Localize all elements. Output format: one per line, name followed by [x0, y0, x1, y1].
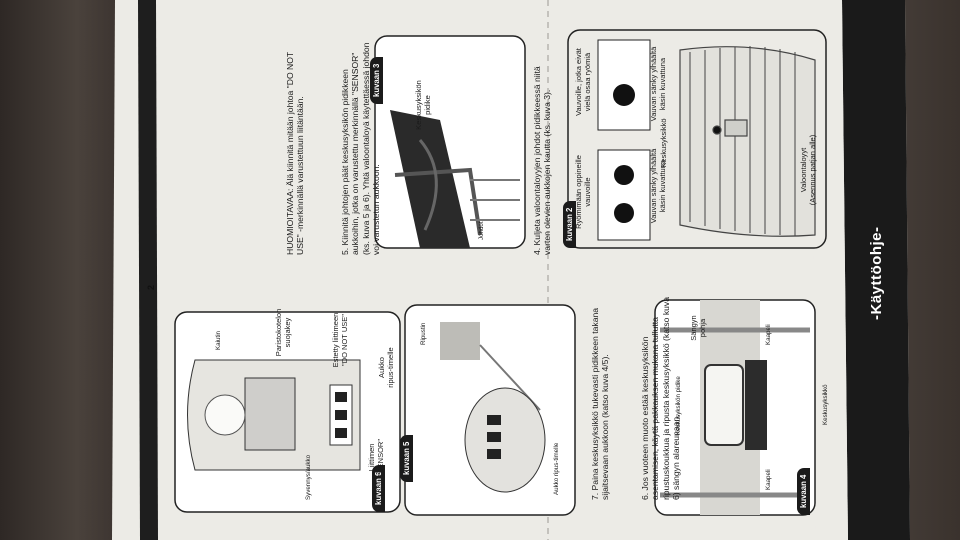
sensor-pad-icon: [613, 84, 635, 106]
header-band: [842, 0, 910, 540]
page-number: 2: [146, 284, 156, 290]
central-unit-illustration: [187, 359, 361, 471]
step4-text: 4. Kuljeta valoontaloyyjen johdot pidikk…: [532, 66, 553, 255]
crib-base-illustration: [660, 300, 810, 515]
holder-illustration: [390, 110, 520, 248]
figure4-tab: kuvaan 4: [797, 467, 810, 515]
figure2-pad-box-double: [597, 149, 651, 241]
page-bottom-band: [138, 0, 158, 540]
step7-text: 7. Paina keskusyksikkö tukevasti pidikke…: [590, 307, 611, 500]
figure4-label-holder: Keskusyksikön pidike: [675, 376, 682, 435]
figure4-label-unit: Keskusyksikkö: [822, 384, 829, 425]
figure5-label-opening: Aukko ripus-timelle: [553, 442, 560, 495]
figure6-label-battery: Paristokotelon suojakey: [274, 308, 292, 357]
figure6-label-sensor: Liittimen "SENSOR": [367, 439, 385, 476]
figure2-frame: [567, 29, 827, 249]
figure2-label-left-top: Vauvan sänky ylhäältä käsin kuvattuna: [649, 46, 667, 122]
figure2-label-right-top: Vauvan sänky ylhäältä käsin kuvattuna: [649, 148, 667, 224]
figure3-label-post: Johdot: [478, 221, 485, 240]
sensor-pad-icon: [614, 165, 634, 185]
figure6-label-opening: Aukko ripus-timelle: [377, 347, 395, 388]
figure2-label-left-bottom: Vauvoille, jotka eivät vielä osaa ryömiä: [574, 48, 592, 116]
figure4-label-bottom: Sängyn pohja: [689, 315, 707, 341]
figure6-label-donotuse: Estetty liittimeen "DO NOT USE": [331, 312, 349, 368]
figure4-label-cable-left: Kaapeli: [765, 324, 772, 345]
figure2-label-lights: Valoontaloyyt (Asennus patjan alle): [799, 134, 817, 206]
figure6-label-speaker: Kaiutin: [215, 331, 222, 350]
figure5-tab: kuvaan 5: [400, 434, 413, 482]
figure2-label-right-bottom: Ryömimään oppineille vauvoille: [574, 155, 592, 229]
figure3-label-holder: Keskusyksikön pidike: [414, 80, 432, 130]
sensor-pad-icon: [614, 203, 634, 223]
figure4-label-cable-right: Kaapeli: [765, 469, 772, 490]
figure5-label-hook: Ripustin: [420, 322, 427, 345]
step5-text: 5. Kiinnitä johtojen päät keskusyksikön …: [340, 42, 381, 255]
figure6-label-power: Syvennys/aukko: [305, 454, 312, 500]
crib-illustration: [679, 46, 816, 237]
step5-warning: HUOMIOITAVAA: Älä kiinnitä mitään johtoa…: [285, 52, 306, 255]
manual-title: -Käyttöohje-: [868, 226, 885, 321]
hook-illustration: [440, 322, 546, 493]
